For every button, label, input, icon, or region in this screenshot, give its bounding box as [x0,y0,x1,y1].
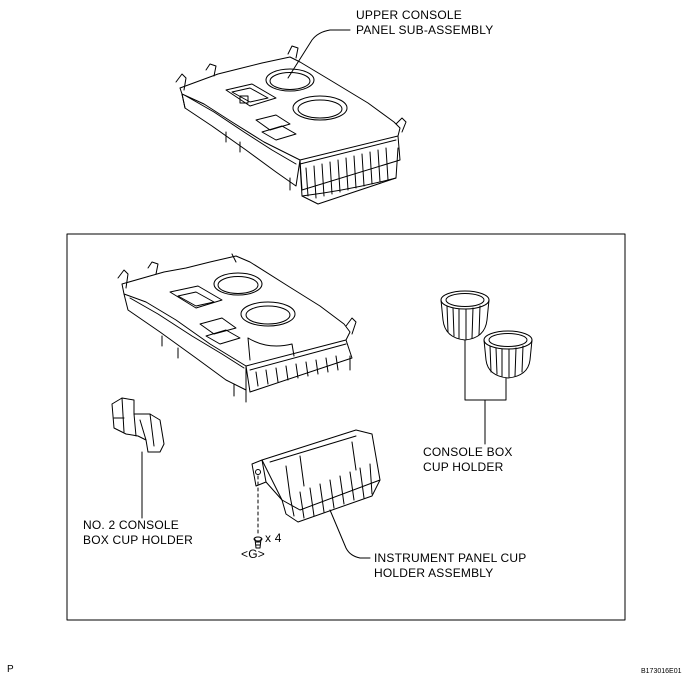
page-corner-mark: P [7,664,14,675]
no2-console-box-cup-holder-label-line1: NO. 2 CONSOLE [83,518,179,532]
screw-quantity-label: x 4 [265,531,282,545]
no2-console-box-cup-holder-drawing [111,397,165,453]
upper-console-panel-exploded-drawing [117,253,357,403]
console-box-cup-holder-leader [464,339,507,445]
upper-console-label-line1: UPPER CONSOLE [356,8,462,22]
screw-code-label: <G> [241,547,265,561]
upper-console-leader-line [287,29,351,79]
upper-console-label: UPPER CONSOLE PANEL SUB-ASSEMBLY [356,8,493,38]
figure-id: B173016E01 [641,668,682,675]
instrument-panel-cup-holder-label-line1: INSTRUMENT PANEL CUP [374,551,527,565]
instrument-panel-cup-holder-label: INSTRUMENT PANEL CUP HOLDER ASSEMBLY [374,551,526,581]
console-box-cup-holder-label: CONSOLE BOX CUP HOLDER [423,445,513,475]
no2-console-box-cup-holder-label: NO. 2 CONSOLE BOX CUP HOLDER [83,518,193,548]
instrument-panel-cup-holder-leader [329,509,371,559]
screw-icon [253,536,263,549]
exploded-view-frame [66,233,626,621]
upper-console-panel-assembled-drawing [175,45,407,205]
console-box-cup-holder-label-line1: CONSOLE BOX [423,445,513,459]
console-box-cup-holder-drawing [440,290,533,379]
upper-console-label-line2: PANEL SUB-ASSEMBLY [356,23,494,37]
no2-console-box-cup-holder-label-line2: BOX CUP HOLDER [83,533,193,547]
console-box-cup-holder-label-line2: CUP HOLDER [423,460,504,474]
instrument-panel-cup-holder-label-line2: HOLDER ASSEMBLY [374,566,494,580]
instrument-panel-cup-holder-drawing [251,429,381,523]
